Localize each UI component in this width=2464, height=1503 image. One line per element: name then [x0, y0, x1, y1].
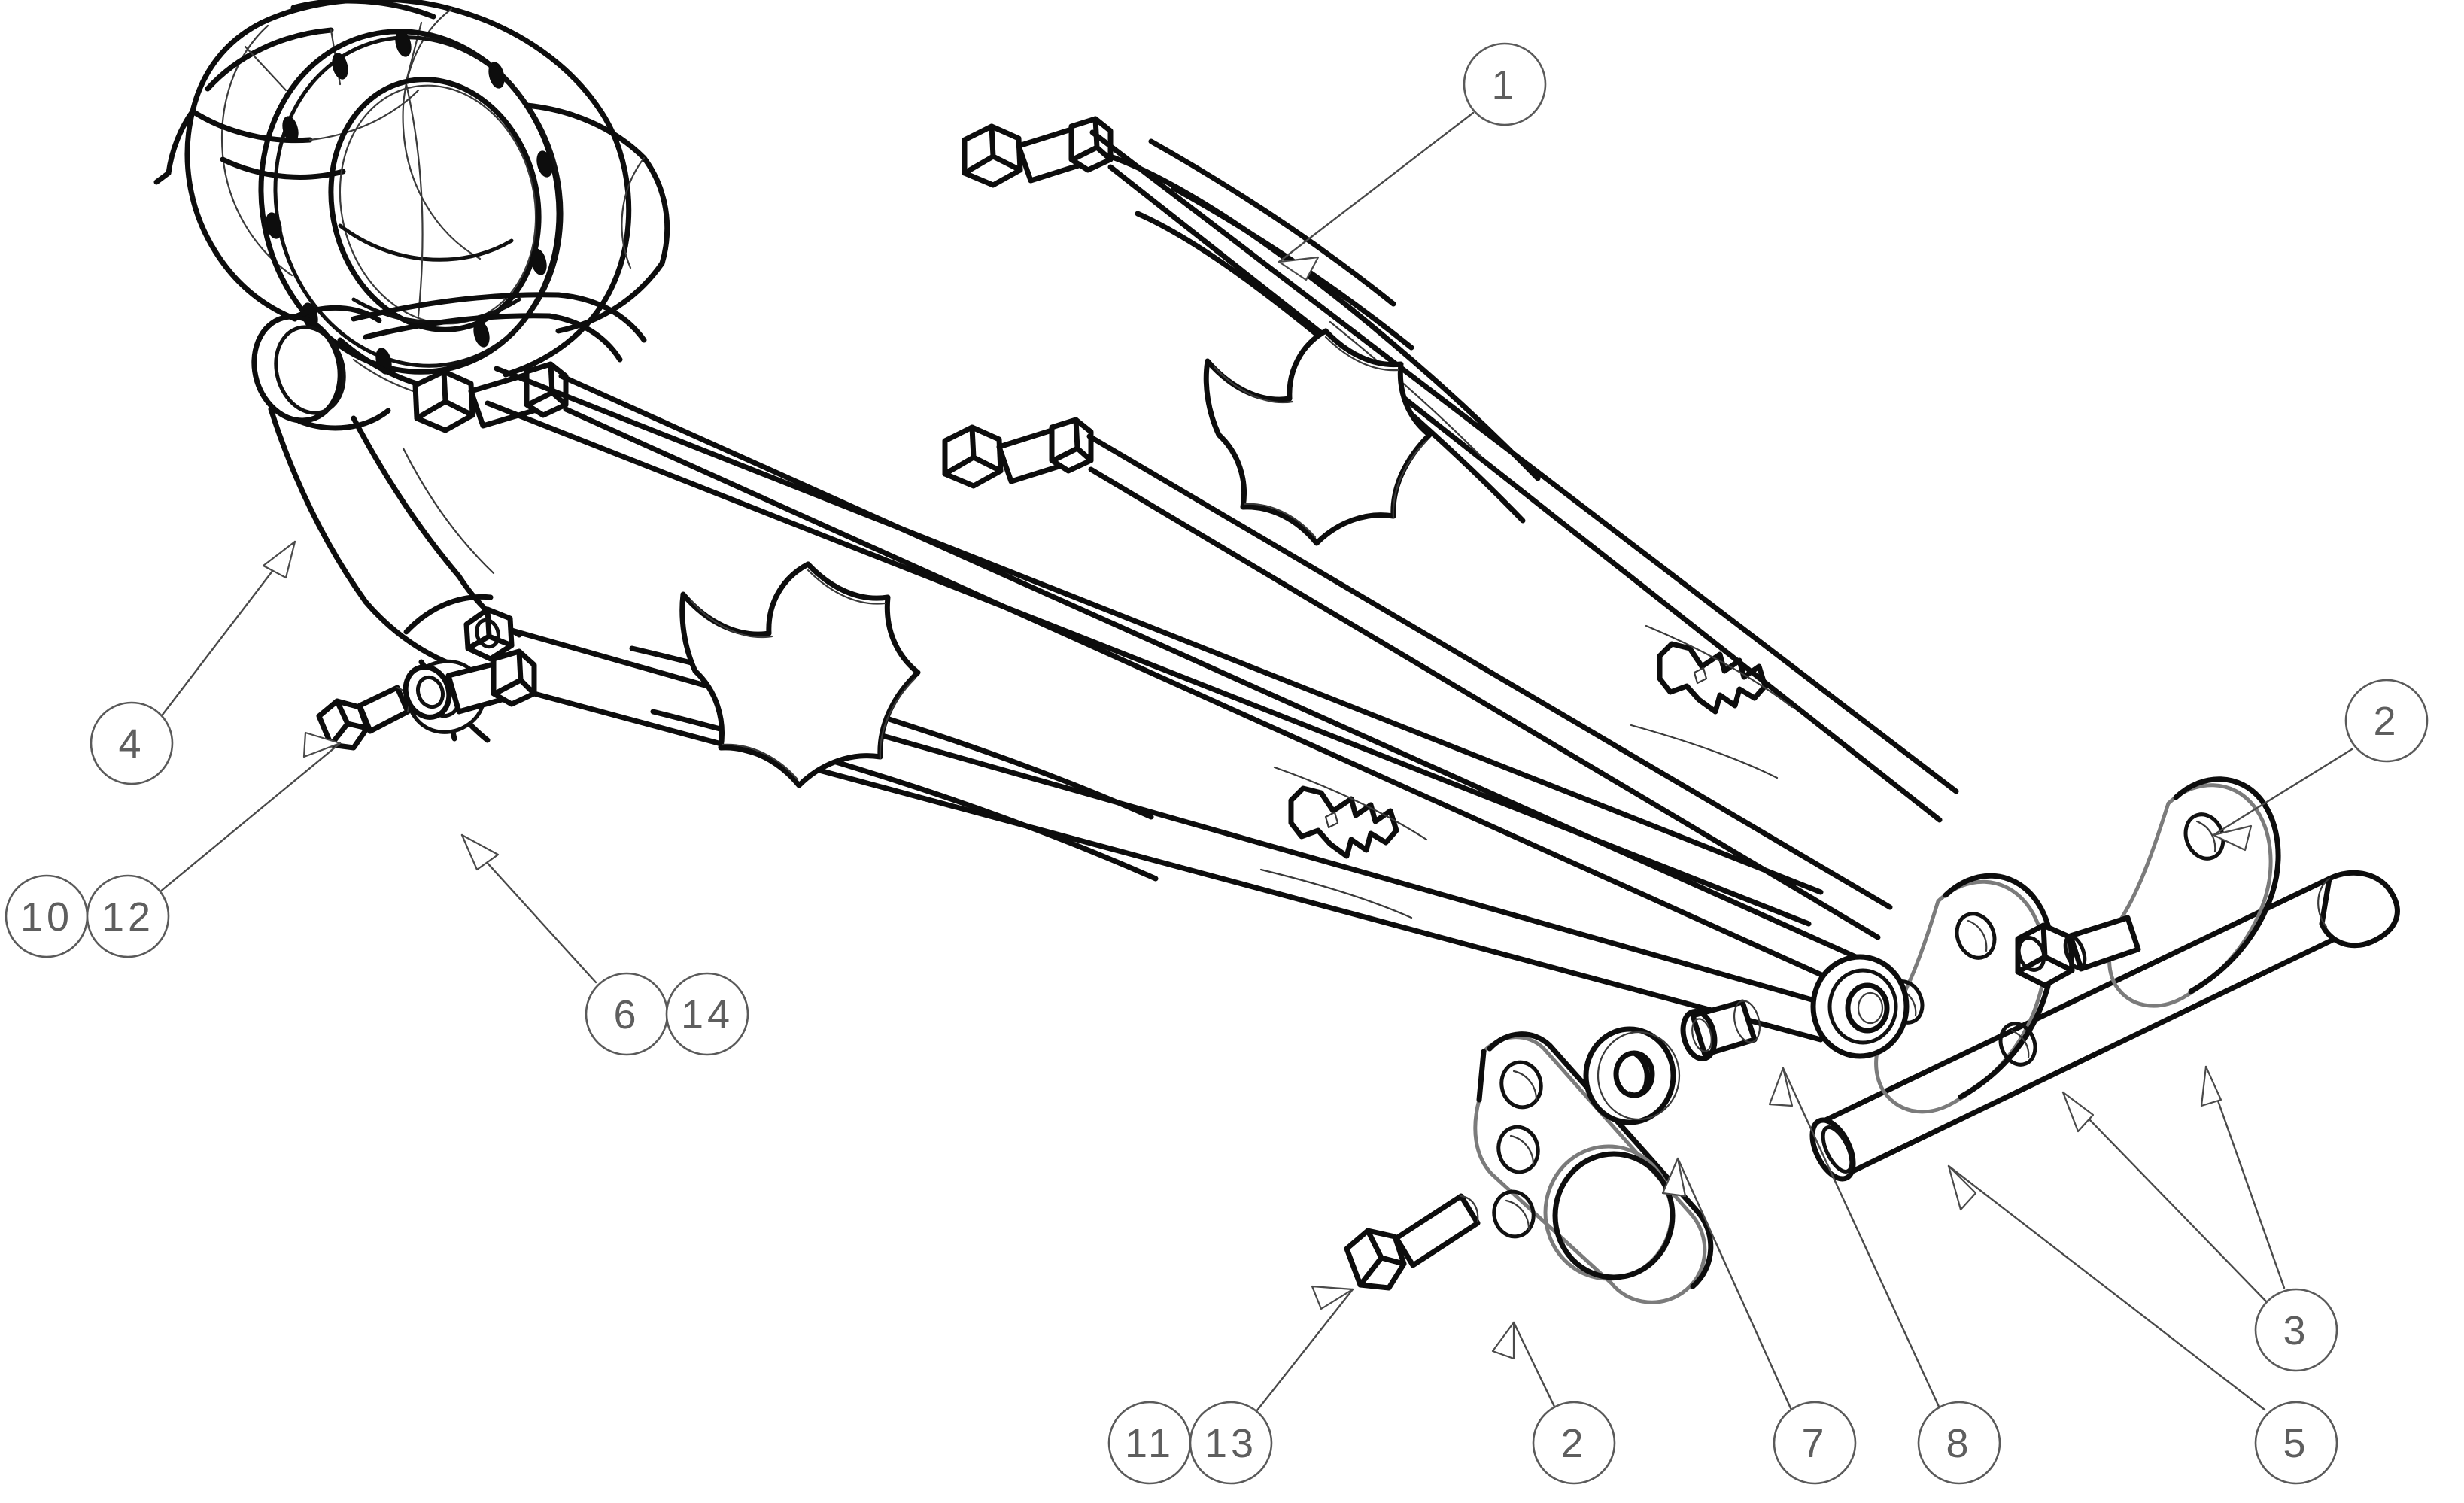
balloon-label: 4: [118, 721, 144, 767]
balloon-1[interactable]: 1: [1463, 42, 1547, 126]
balloon-label: 12: [102, 894, 154, 940]
balloon-label: 11: [1125, 1421, 1174, 1466]
flat-washer: [1583, 1026, 1681, 1125]
upper-control-arm: [1089, 129, 1959, 823]
balloon-10[interactable]: 10: [5, 874, 89, 958]
bracket-hex-nut: [2015, 915, 2141, 988]
balloon-label: 3: [2283, 1308, 2309, 1353]
balloon-label: 10: [20, 894, 73, 940]
balloon-label: 5: [2283, 1421, 2309, 1466]
balloon-6[interactable]: 6: [585, 972, 669, 1056]
balloon-label: 8: [1946, 1421, 1972, 1466]
balloon-3[interactable]: 3: [2254, 1288, 2338, 1372]
balloon-label: 6: [613, 992, 640, 1037]
rod-end-upper-left: [412, 361, 1869, 994]
spacer-sleeve: [1680, 999, 1761, 1061]
balloon-7[interactable]: 7: [1773, 1401, 1857, 1485]
triangular-mount-plate: [1473, 1031, 1714, 1304]
balloon-4[interactable]: 4: [90, 701, 174, 785]
rod-end-upper-right: [962, 116, 1114, 188]
hex-bolt-long: [1344, 1193, 1481, 1291]
balloon-label: 7: [1801, 1421, 1827, 1466]
balloon-5[interactable]: 5: [2254, 1401, 2338, 1485]
balloon-label: 2: [1560, 1421, 1587, 1466]
bracket-tab-pair: [1874, 776, 2281, 1114]
leader-lines: [158, 111, 2353, 1413]
balloon-label: 1: [1491, 62, 1518, 108]
iron-cross-cutout-lower: [679, 561, 921, 788]
balloon-2-lower[interactable]: 2: [1532, 1401, 1616, 1485]
differential-housing: [153, 0, 670, 403]
link-pivot-bushing: [1810, 954, 1910, 1059]
balloon-2-upper[interactable]: 2: [2344, 679, 2429, 763]
iron-cross-cutout-upper: [1203, 328, 1433, 546]
balloon-label: 2: [2373, 699, 2399, 744]
balloon-12[interactable]: 12: [86, 874, 170, 958]
balloon-label: 13: [1205, 1421, 1257, 1466]
jam-nut-loose: [463, 606, 515, 662]
balloon-group: 1 2 4 10 12 6 14 11: [5, 42, 2429, 1485]
logo-stamping-lower: [1259, 766, 1428, 919]
balloon-13[interactable]: 13: [1189, 1401, 1273, 1485]
fourth-link-arm: [485, 366, 1824, 927]
balloon-11[interactable]: 11: [1107, 1401, 1192, 1485]
logo-stamping-upper: [1630, 624, 1794, 779]
axle-tube: [1809, 870, 2400, 1182]
balloon-label: 14: [681, 992, 734, 1037]
rod-end-lower-front: [403, 648, 537, 720]
balloon-14[interactable]: 14: [665, 972, 749, 1056]
mid-link-arm: [1086, 433, 1893, 940]
balloon-8[interactable]: 8: [1917, 1401, 2001, 1485]
lower-control-arm: [469, 561, 1839, 1043]
rod-end-middle: [942, 417, 1094, 489]
hex-bolt-small: [316, 685, 411, 751]
